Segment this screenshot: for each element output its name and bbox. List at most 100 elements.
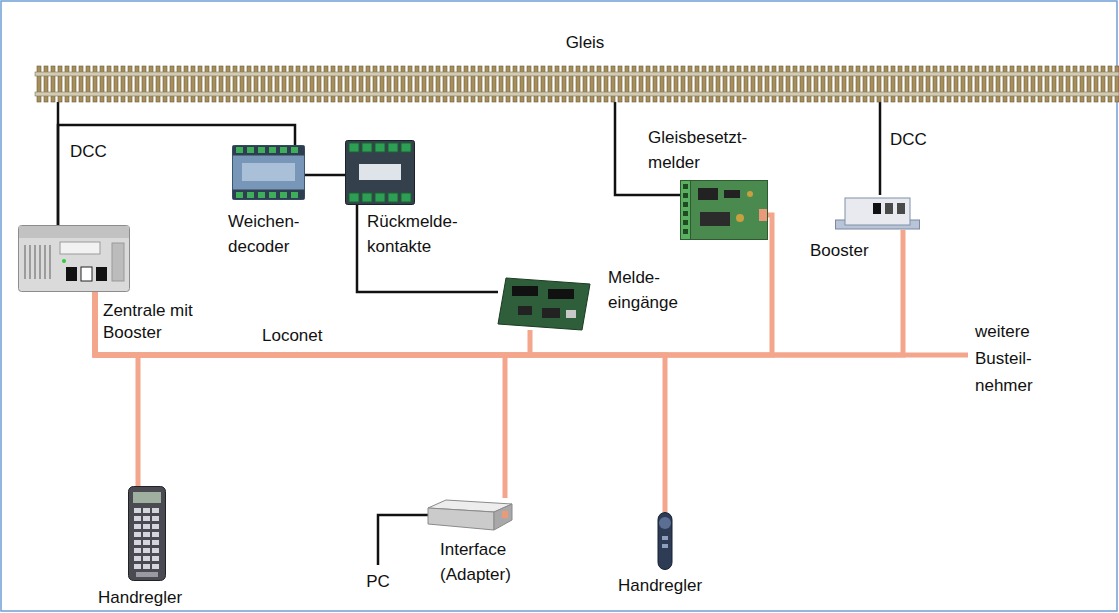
track-tie [919, 66, 923, 102]
key [143, 548, 150, 553]
track-rail [35, 92, 1119, 96]
chip [518, 306, 532, 315]
track-tie [870, 66, 874, 102]
signal-wire [305, 174, 345, 177]
housing-top [19, 226, 129, 238]
track-tie [380, 66, 384, 102]
module-housing [233, 146, 305, 200]
port [873, 203, 881, 214]
track-tie [709, 66, 713, 102]
track-tie [786, 66, 790, 102]
track-tie [366, 66, 370, 102]
terminal [401, 143, 411, 152]
track-tie [807, 66, 811, 102]
connector [548, 289, 574, 299]
label-holder: weitere Busteil- nehmer [975, 318, 1047, 400]
track-tie [779, 66, 783, 102]
track-tie [1094, 66, 1098, 102]
track-tie [338, 66, 342, 102]
track-tie [1066, 66, 1070, 102]
chip [542, 308, 560, 318]
track-tie [674, 66, 678, 102]
key [143, 508, 150, 513]
track-tie [177, 66, 181, 102]
signal-name: DCC [70, 140, 107, 165]
throttle-body [129, 487, 166, 581]
track-tie [849, 66, 853, 102]
track-tie [128, 66, 132, 102]
track-tie [940, 66, 944, 102]
track-tie [310, 66, 314, 102]
port [885, 203, 893, 214]
track-tie [618, 66, 622, 102]
track-tie [121, 66, 125, 102]
key [662, 536, 668, 540]
track-tie [590, 66, 594, 102]
key [134, 532, 141, 537]
command-station-picture [18, 225, 130, 292]
track-tie [422, 66, 426, 102]
key [152, 556, 159, 561]
terminal [375, 143, 385, 152]
track-tie [86, 66, 90, 102]
track-tie [737, 66, 741, 102]
track-tie [1108, 66, 1112, 102]
hand-throttle: Handregler [128, 486, 166, 581]
vent-slot [39, 245, 41, 279]
input-module: Melde- eingänge [498, 278, 590, 330]
terminal [401, 193, 411, 202]
track-tie [702, 66, 706, 102]
device-label: Gleis [566, 31, 605, 56]
track-tie [765, 66, 769, 102]
track-tie [723, 66, 727, 102]
track-tie [541, 66, 545, 102]
track-tie [415, 66, 419, 102]
signal-name: DCC [890, 128, 927, 153]
track-tie [58, 66, 62, 102]
terminal [683, 229, 688, 234]
booster: Booster [835, 195, 920, 230]
label-holder: PC [366, 570, 390, 595]
track-tie [821, 66, 825, 102]
circuit-board [498, 278, 590, 330]
track-tie [933, 66, 937, 102]
terminal [362, 143, 372, 152]
track-tie [464, 66, 468, 102]
track-tie [681, 66, 685, 102]
track-tie [884, 66, 888, 102]
track-tie [772, 66, 776, 102]
track-tie [261, 66, 265, 102]
track-tie [625, 66, 629, 102]
track-tie [1052, 66, 1056, 102]
terminal [388, 193, 398, 202]
track-tie [345, 66, 349, 102]
terminal [349, 143, 359, 152]
bus-name: Loconet [262, 326, 323, 346]
track-tie [898, 66, 902, 102]
track-tie [51, 66, 55, 102]
track-tie [485, 66, 489, 102]
terminal [236, 192, 243, 198]
terminal [269, 192, 276, 198]
device-housing [19, 226, 130, 292]
command-station: Zentrale mit Booster [18, 225, 130, 292]
track-tie [905, 66, 909, 102]
track-tie [149, 66, 153, 102]
track-tie [800, 66, 804, 102]
track-tie [436, 66, 440, 102]
port [66, 267, 77, 281]
track-tie [191, 66, 195, 102]
key [143, 516, 150, 521]
display [133, 492, 161, 503]
loconet-link [95, 292, 505, 498]
track-tie [198, 66, 202, 102]
feedback-module-picture [345, 140, 415, 205]
turnout-decoder-picture [232, 145, 305, 200]
track-tie [562, 66, 566, 102]
track-tie [758, 66, 762, 102]
track-tie [863, 66, 867, 102]
module-housing [346, 141, 415, 205]
track-tie [639, 66, 643, 102]
track-tie [842, 66, 846, 102]
